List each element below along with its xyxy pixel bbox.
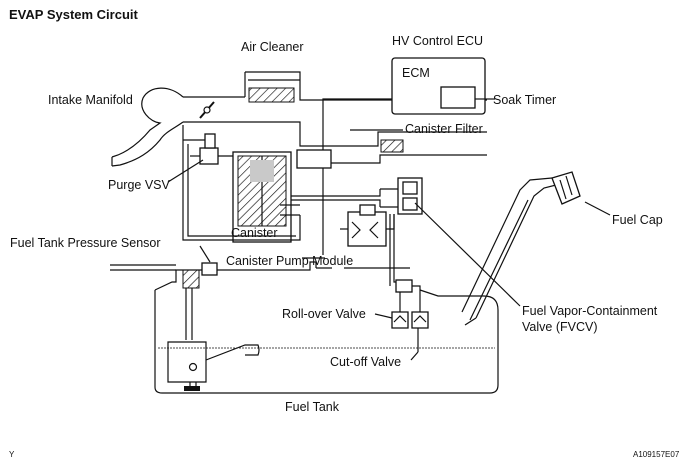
diagram-title: EVAP System Circuit bbox=[9, 7, 138, 22]
label-ecm: ECM bbox=[402, 66, 430, 80]
label-fvcv-line2: Valve (FVCV) bbox=[522, 320, 597, 334]
filler-neck bbox=[461, 177, 561, 326]
label-fuel-tank: Fuel Tank bbox=[285, 400, 340, 414]
fuel-pump-assembly bbox=[167, 341, 260, 391]
canister-pump-module-box bbox=[296, 149, 332, 169]
label-fuel-cap: Fuel Cap bbox=[612, 213, 663, 227]
footer-left-mark: Y bbox=[9, 450, 15, 459]
label-canister: Canister bbox=[231, 226, 278, 240]
ecm-box bbox=[391, 57, 490, 115]
figure-code: A109157E07 bbox=[633, 450, 680, 459]
intake-manifold bbox=[111, 87, 301, 167]
rollover-valves bbox=[374, 279, 429, 352]
fvcv-valve bbox=[380, 177, 423, 215]
label-air-cleaner: Air Cleaner bbox=[241, 40, 304, 54]
label-soak-timer: Soak Timer bbox=[493, 93, 556, 107]
fuel-cap bbox=[551, 171, 611, 216]
leader-lines bbox=[167, 98, 521, 361]
label-cut-off-valve: Cut-off Valve bbox=[330, 355, 401, 369]
ecm-wire bbox=[322, 98, 392, 150]
label-fvcv-line1: Fuel Vapor-Containment bbox=[522, 304, 658, 318]
canister-pump-valve bbox=[340, 204, 387, 247]
label-canister-pump-module: Canister Pump Module bbox=[226, 254, 353, 268]
label-purge-vsv: Purge VSV bbox=[108, 178, 171, 192]
purge-vsv bbox=[190, 133, 219, 165]
label-roll-over-valve: Roll-over Valve bbox=[282, 307, 366, 321]
canister-filter bbox=[299, 130, 487, 164]
fuel-tank-pressure-sensor bbox=[182, 262, 218, 340]
purge-line bbox=[182, 125, 301, 241]
canister bbox=[232, 151, 300, 243]
label-intake-manifold: Intake Manifold bbox=[48, 93, 133, 107]
label-hv-control-ecu: HV Control ECU bbox=[392, 34, 483, 48]
label-fuel-tank-pressure-sensor: Fuel Tank Pressure Sensor bbox=[10, 236, 161, 250]
label-canister-filter: Canister Filter bbox=[405, 122, 483, 136]
fuel-tank bbox=[154, 261, 499, 394]
